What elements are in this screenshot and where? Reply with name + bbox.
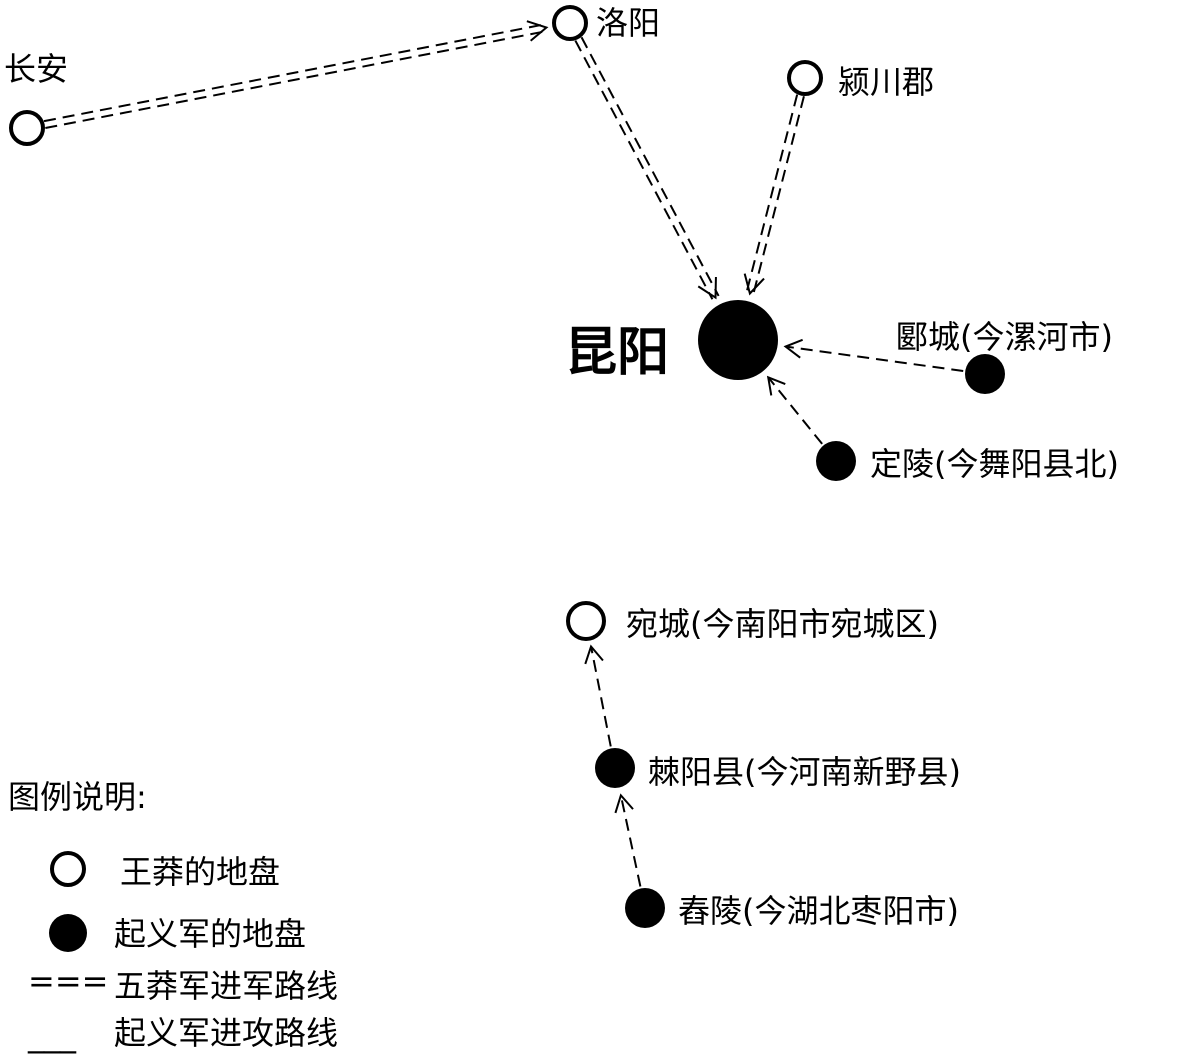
route-wangmang-luoyang-kunyang (574, 36, 720, 300)
route-rebel-dingling-kunyang (766, 375, 823, 445)
rebel-territory-marker-jiyang (595, 748, 635, 788)
place-label-wancheng: 宛城(今南阳市宛城区) (626, 605, 939, 643)
arrow-head-icon (614, 793, 634, 814)
legend-double-dash-line-icon: === (28, 962, 108, 1000)
place-label-chongling: 舂陵(今湖北枣阳市) (678, 892, 959, 930)
route-dashed-line (619, 795, 642, 887)
legend-item-label: 起义军进攻路线 (114, 1014, 338, 1052)
routes-layer (43, 20, 964, 887)
place-label-dingling: 定陵(今舞阳县北) (870, 445, 1119, 483)
place-label-yancheng: 郾城(今漯河市) (896, 318, 1113, 356)
legend-item-label: 王莽的地盘 (120, 853, 280, 891)
legend-item-label: 五莽军进军路线 (114, 967, 338, 1005)
route-dashed-line (580, 36, 720, 297)
place-label-jiyang: 棘阳县(今河南新野县) (648, 753, 961, 791)
wangmang-territory-marker-yingchuan (787, 60, 823, 96)
legend-single-dash-line-icon: ___ (27, 1016, 77, 1054)
arrow-head-icon (743, 273, 765, 296)
wangmang-territory-marker-wancheng (566, 601, 606, 641)
place-label-luoyang: 洛阳 (596, 4, 660, 42)
arrow-head-icon (783, 338, 803, 359)
route-dashed-line (43, 23, 546, 123)
route-rebel-jiyang-wancheng (584, 644, 612, 747)
route-rebel-chongling-jiyang (614, 793, 642, 887)
rebel-territory-marker-chongling (625, 888, 665, 928)
wangmang-territory-marker-changan (9, 110, 45, 146)
route-dashed-line (590, 646, 612, 747)
place-label-kunyang: 昆阳 (565, 323, 669, 383)
arrow-head-icon (697, 276, 717, 300)
route-wangmang-changan-luoyang (43, 20, 549, 130)
route-dashed-line (752, 96, 805, 295)
rebel-territory-marker-yancheng (965, 354, 1005, 394)
route-dashed-line (574, 40, 714, 300)
route-rebel-yancheng-kunyang (783, 338, 964, 372)
route-dashed-line (785, 345, 964, 372)
legend: 图例说明: 王莽的地盘 起义军的地盘 === 五莽军进军路线 ___ 起义军进攻… (8, 778, 338, 1054)
rebel-territory-marker-kunyang (698, 300, 778, 380)
legend-item-label: 起义军的地盘 (114, 915, 306, 953)
rebel-territory-marker-dingling (816, 441, 856, 481)
markers-layer (9, 5, 1005, 928)
route-dashed-line (767, 376, 823, 445)
place-label-yingchuan: 颍川郡 (838, 63, 934, 101)
route-dashed-line (745, 94, 799, 293)
arrow-head-icon (766, 375, 786, 396)
route-dashed-line (45, 30, 548, 130)
route-wangmang-yingchuan-kunyang (743, 94, 805, 296)
legend-open-circle-icon (50, 851, 86, 887)
legend-title: 图例说明: (8, 778, 147, 816)
arrow-head-icon (584, 644, 604, 665)
place-label-changan: 长安 (4, 50, 68, 88)
arrow-head-icon (526, 20, 549, 42)
wangmang-territory-marker-luoyang (552, 5, 588, 41)
legend-filled-circle-icon (49, 914, 87, 952)
